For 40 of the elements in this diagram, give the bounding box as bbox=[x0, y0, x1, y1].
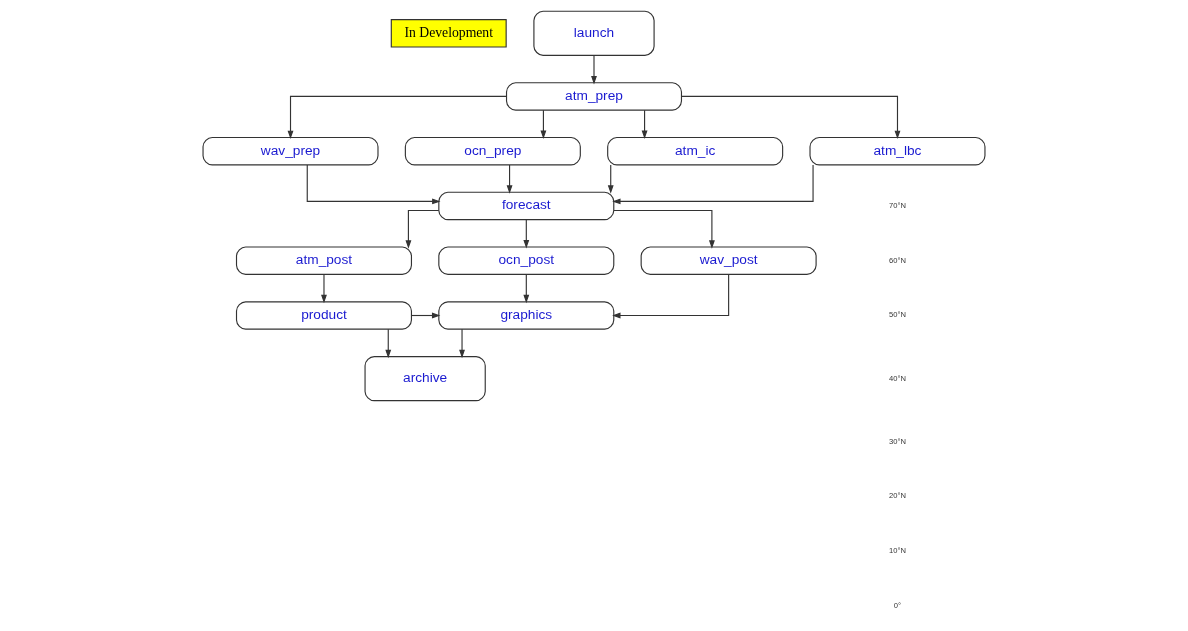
label: 40°N bbox=[889, 373, 906, 383]
arrow bbox=[641, 109, 648, 139]
label: 10°N bbox=[889, 546, 906, 556]
arrow bbox=[613, 209, 715, 249]
arrow bbox=[523, 219, 530, 249]
label: 70°N bbox=[889, 200, 906, 210]
arrow bbox=[321, 274, 327, 304]
arrow bbox=[506, 164, 513, 194]
label: 50°N bbox=[889, 310, 906, 320]
node-box: atm_lbc bbox=[809, 136, 986, 166]
label: 0° bbox=[893, 600, 902, 610]
arrow bbox=[540, 109, 547, 139]
arrow bbox=[681, 95, 901, 140]
arrow bbox=[612, 274, 730, 319]
arrow bbox=[612, 164, 814, 205]
label: 60°N bbox=[889, 255, 906, 265]
label: 30°N bbox=[889, 436, 906, 446]
node-box: forecast bbox=[438, 191, 615, 221]
node-box: atm_ic bbox=[607, 136, 784, 166]
node-box: In Development bbox=[390, 19, 507, 48]
node-box: launch bbox=[533, 10, 655, 56]
node-box: product bbox=[235, 301, 412, 330]
arrow bbox=[459, 328, 465, 359]
arrow bbox=[523, 274, 530, 304]
arrow bbox=[385, 328, 392, 359]
node-box: ocn_post bbox=[438, 246, 615, 275]
node-box: ocn_prep bbox=[404, 136, 581, 166]
arrow bbox=[410, 312, 441, 319]
node-box: wav_prep bbox=[202, 136, 379, 166]
node-box: atm_prep bbox=[505, 82, 683, 111]
arrow bbox=[591, 54, 597, 85]
node-box: archive bbox=[364, 356, 486, 402]
arrow bbox=[405, 209, 440, 249]
arrow bbox=[607, 164, 614, 194]
arrow bbox=[306, 164, 441, 205]
label: 20°N bbox=[889, 491, 906, 501]
node-box: atm_post bbox=[235, 246, 412, 275]
node-box: graphics bbox=[438, 301, 615, 330]
node-box: wav_post bbox=[640, 246, 817, 275]
arrow bbox=[287, 95, 507, 140]
